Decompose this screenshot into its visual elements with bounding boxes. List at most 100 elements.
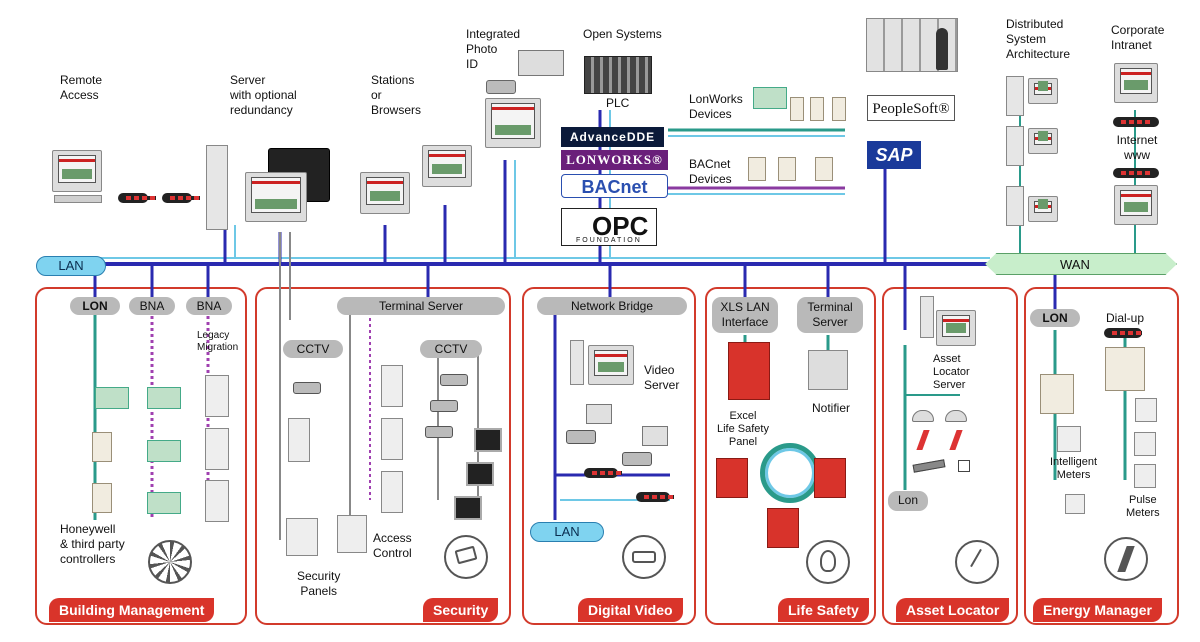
legacy-migration-label: Legacy Migration [197,330,239,353]
gauge-icon [955,540,999,584]
distributed-monitor-2 [1028,128,1058,154]
video-server-monitor [588,345,634,385]
digital-video-panel [522,287,696,625]
station-monitor [360,172,410,214]
terminal-server-pill: Terminal Server [337,297,505,315]
lon-controller [95,387,129,409]
lon-device [92,432,112,462]
operator-figure [936,28,948,70]
server-monitor [245,172,307,222]
dial-up-modem [1104,328,1142,338]
dial-up-label: Dial-up [1106,311,1145,325]
photo-id-monitor [485,98,541,148]
video-encoder [642,426,668,446]
browser-monitor [422,145,472,187]
stations-label: Stations or Browsers [371,73,422,117]
life-safety-ring [760,443,820,503]
lonworks-device [810,97,824,121]
intelligent-meter [1057,426,1081,452]
bacnet-device [778,157,796,181]
bacnet-logo: BACnet [561,174,668,198]
legacy-controller [205,375,229,417]
security-panel-box [286,518,318,556]
bna-pill: BNA [186,297,232,315]
lonworks-controller [753,87,787,109]
energy-enclosure [1040,374,1074,414]
pulse-meters-label: Pulse Meters [1126,494,1160,519]
energy-enclosure [1105,347,1145,391]
cctv-pill: CCTV [420,340,482,358]
security-panel-box [337,515,367,553]
network-switch [636,492,674,502]
modem-icon [162,193,200,203]
distributed-server-2 [1006,126,1024,166]
sap-logo: SAP [867,141,921,169]
distributed-monitor-3 [1028,196,1058,222]
pulse-meter [1134,464,1156,488]
video-camera-icon [566,430,596,444]
fire-panel [767,508,799,548]
card-reader [288,418,310,462]
fan-icon [148,540,192,584]
asset-locator-title: Asset Locator [896,598,1010,622]
photo-id-label: Integrated Photo ID [466,27,521,71]
card-reader [381,365,403,407]
controllers-label: Honeywell & third party controllers [60,522,125,566]
wan-label: WAN [1060,257,1090,272]
card-reader [381,471,403,513]
asset-locator-server-label: Asset Locator Server [933,353,970,391]
opc-logo-text: OPC [592,211,649,241]
corporate-intranet-label: Corporate Intranet [1111,23,1165,52]
internet-router [1113,117,1159,127]
building-management-title: Building Management [49,598,215,622]
energy-manager-panel [1024,287,1179,625]
terminal-server-pill: Terminal Server [797,297,863,333]
legacy-controller [205,428,229,470]
fire-panel [814,458,846,498]
lonworks-devices-label: LonWorks Devices [689,92,743,121]
video-lan-label: LAN [530,522,604,542]
access-control-label: Access Control [373,531,412,560]
notifier-device [808,350,848,390]
internet-monitor [1114,185,1158,225]
pulse-meter [1135,398,1157,422]
server-tower [206,145,228,230]
security-panels-label: Security Panels [297,569,341,598]
life-safety-title: Life Safety [778,598,869,622]
photo-camera-icon [486,80,516,94]
intranet-monitor [1114,63,1158,103]
opc-foundation-text: FOUNDATION [576,237,642,244]
xls-lan-interface-pill: XLS LAN Interface [712,297,778,333]
video-server-label: Video Server [644,363,680,392]
cctv-monitor [466,462,494,486]
cctv-pill: CCTV [283,340,343,358]
cctv-camera-icon [425,426,453,438]
remote-access-monitor [52,150,102,192]
network-bridge-pill: Network Bridge [537,297,687,315]
cctv-camera-icon [430,400,458,412]
asset-server-tower [920,296,934,338]
hand-card-icon [444,535,488,579]
cctv-camera-icon [293,382,321,394]
peoplesoft-logo: PeopleSoft® [867,95,955,121]
bacnet-device [815,157,833,181]
asset-sensor [912,410,934,422]
distributed-monitor-1 [1028,78,1058,104]
legacy-controller [205,480,229,522]
asset-server-monitor [936,310,976,346]
excel-life-safety-panel [728,342,770,400]
lonworks-device [832,97,846,121]
internet-router [1113,168,1159,178]
flame-glyph [820,550,836,572]
remote-access-keyboard [54,195,102,203]
lonworks-device [790,97,804,121]
bna-controller [147,492,181,514]
lan-label: LAN [36,256,106,276]
security-title: Security [423,598,499,622]
advancedde-logo: AdvanceDDE [561,127,664,147]
internet-label: Internet www [1116,133,1158,162]
notifier-label: Notifier [812,401,851,415]
lonworks-logo: LONWORKS® [561,150,668,170]
distributed-server-3 [1006,186,1024,226]
